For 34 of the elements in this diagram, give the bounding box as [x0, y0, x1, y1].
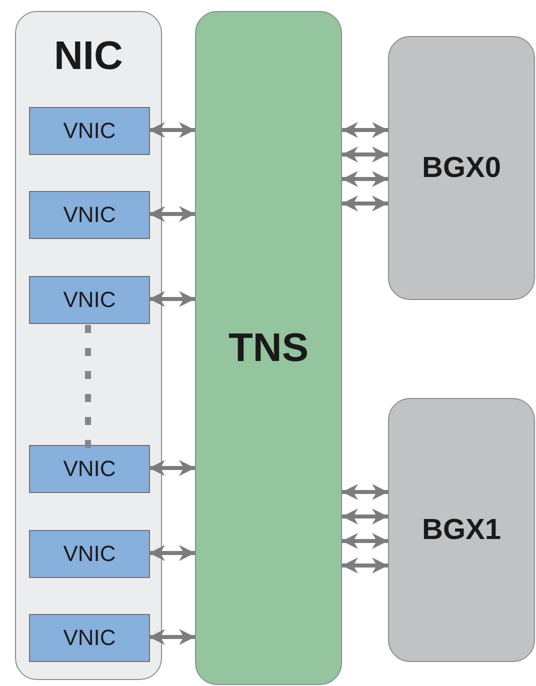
box-label: VNIC — [63, 541, 116, 567]
double-arrow — [342, 508, 388, 524]
double-arrow — [149, 460, 195, 476]
double-arrow — [342, 533, 388, 549]
vnic-box — [29, 445, 150, 493]
block-label: BGX1 — [422, 514, 501, 546]
vnic-box — [29, 191, 150, 239]
double-arrow — [342, 196, 388, 212]
box-label: VNIC — [63, 287, 116, 313]
double-arrow — [342, 558, 388, 574]
box-label: VNIC — [63, 118, 116, 144]
double-arrow — [149, 629, 195, 645]
box-label: VNIC — [63, 456, 116, 482]
nic-panel — [15, 11, 162, 680]
double-arrow — [342, 122, 388, 138]
box-label: VNIC — [63, 202, 116, 228]
vnic-box — [29, 530, 150, 578]
bgx-block — [388, 398, 535, 662]
double-arrow — [149, 545, 195, 561]
block-label: BGX0 — [422, 152, 501, 184]
double-arrow — [149, 122, 195, 138]
vnic-box — [29, 614, 150, 662]
vnic-box — [29, 107, 150, 155]
bgx-block — [388, 36, 535, 300]
double-arrow — [149, 206, 195, 222]
panel-title: NIC — [54, 34, 123, 79]
double-arrow — [342, 484, 388, 500]
box-label: VNIC — [63, 625, 116, 651]
vnic-box — [29, 276, 150, 324]
tns-block — [195, 11, 342, 685]
double-arrow — [342, 171, 388, 187]
double-arrow — [149, 291, 195, 307]
block-label: TNS — [228, 326, 308, 370]
double-arrow — [342, 146, 388, 162]
